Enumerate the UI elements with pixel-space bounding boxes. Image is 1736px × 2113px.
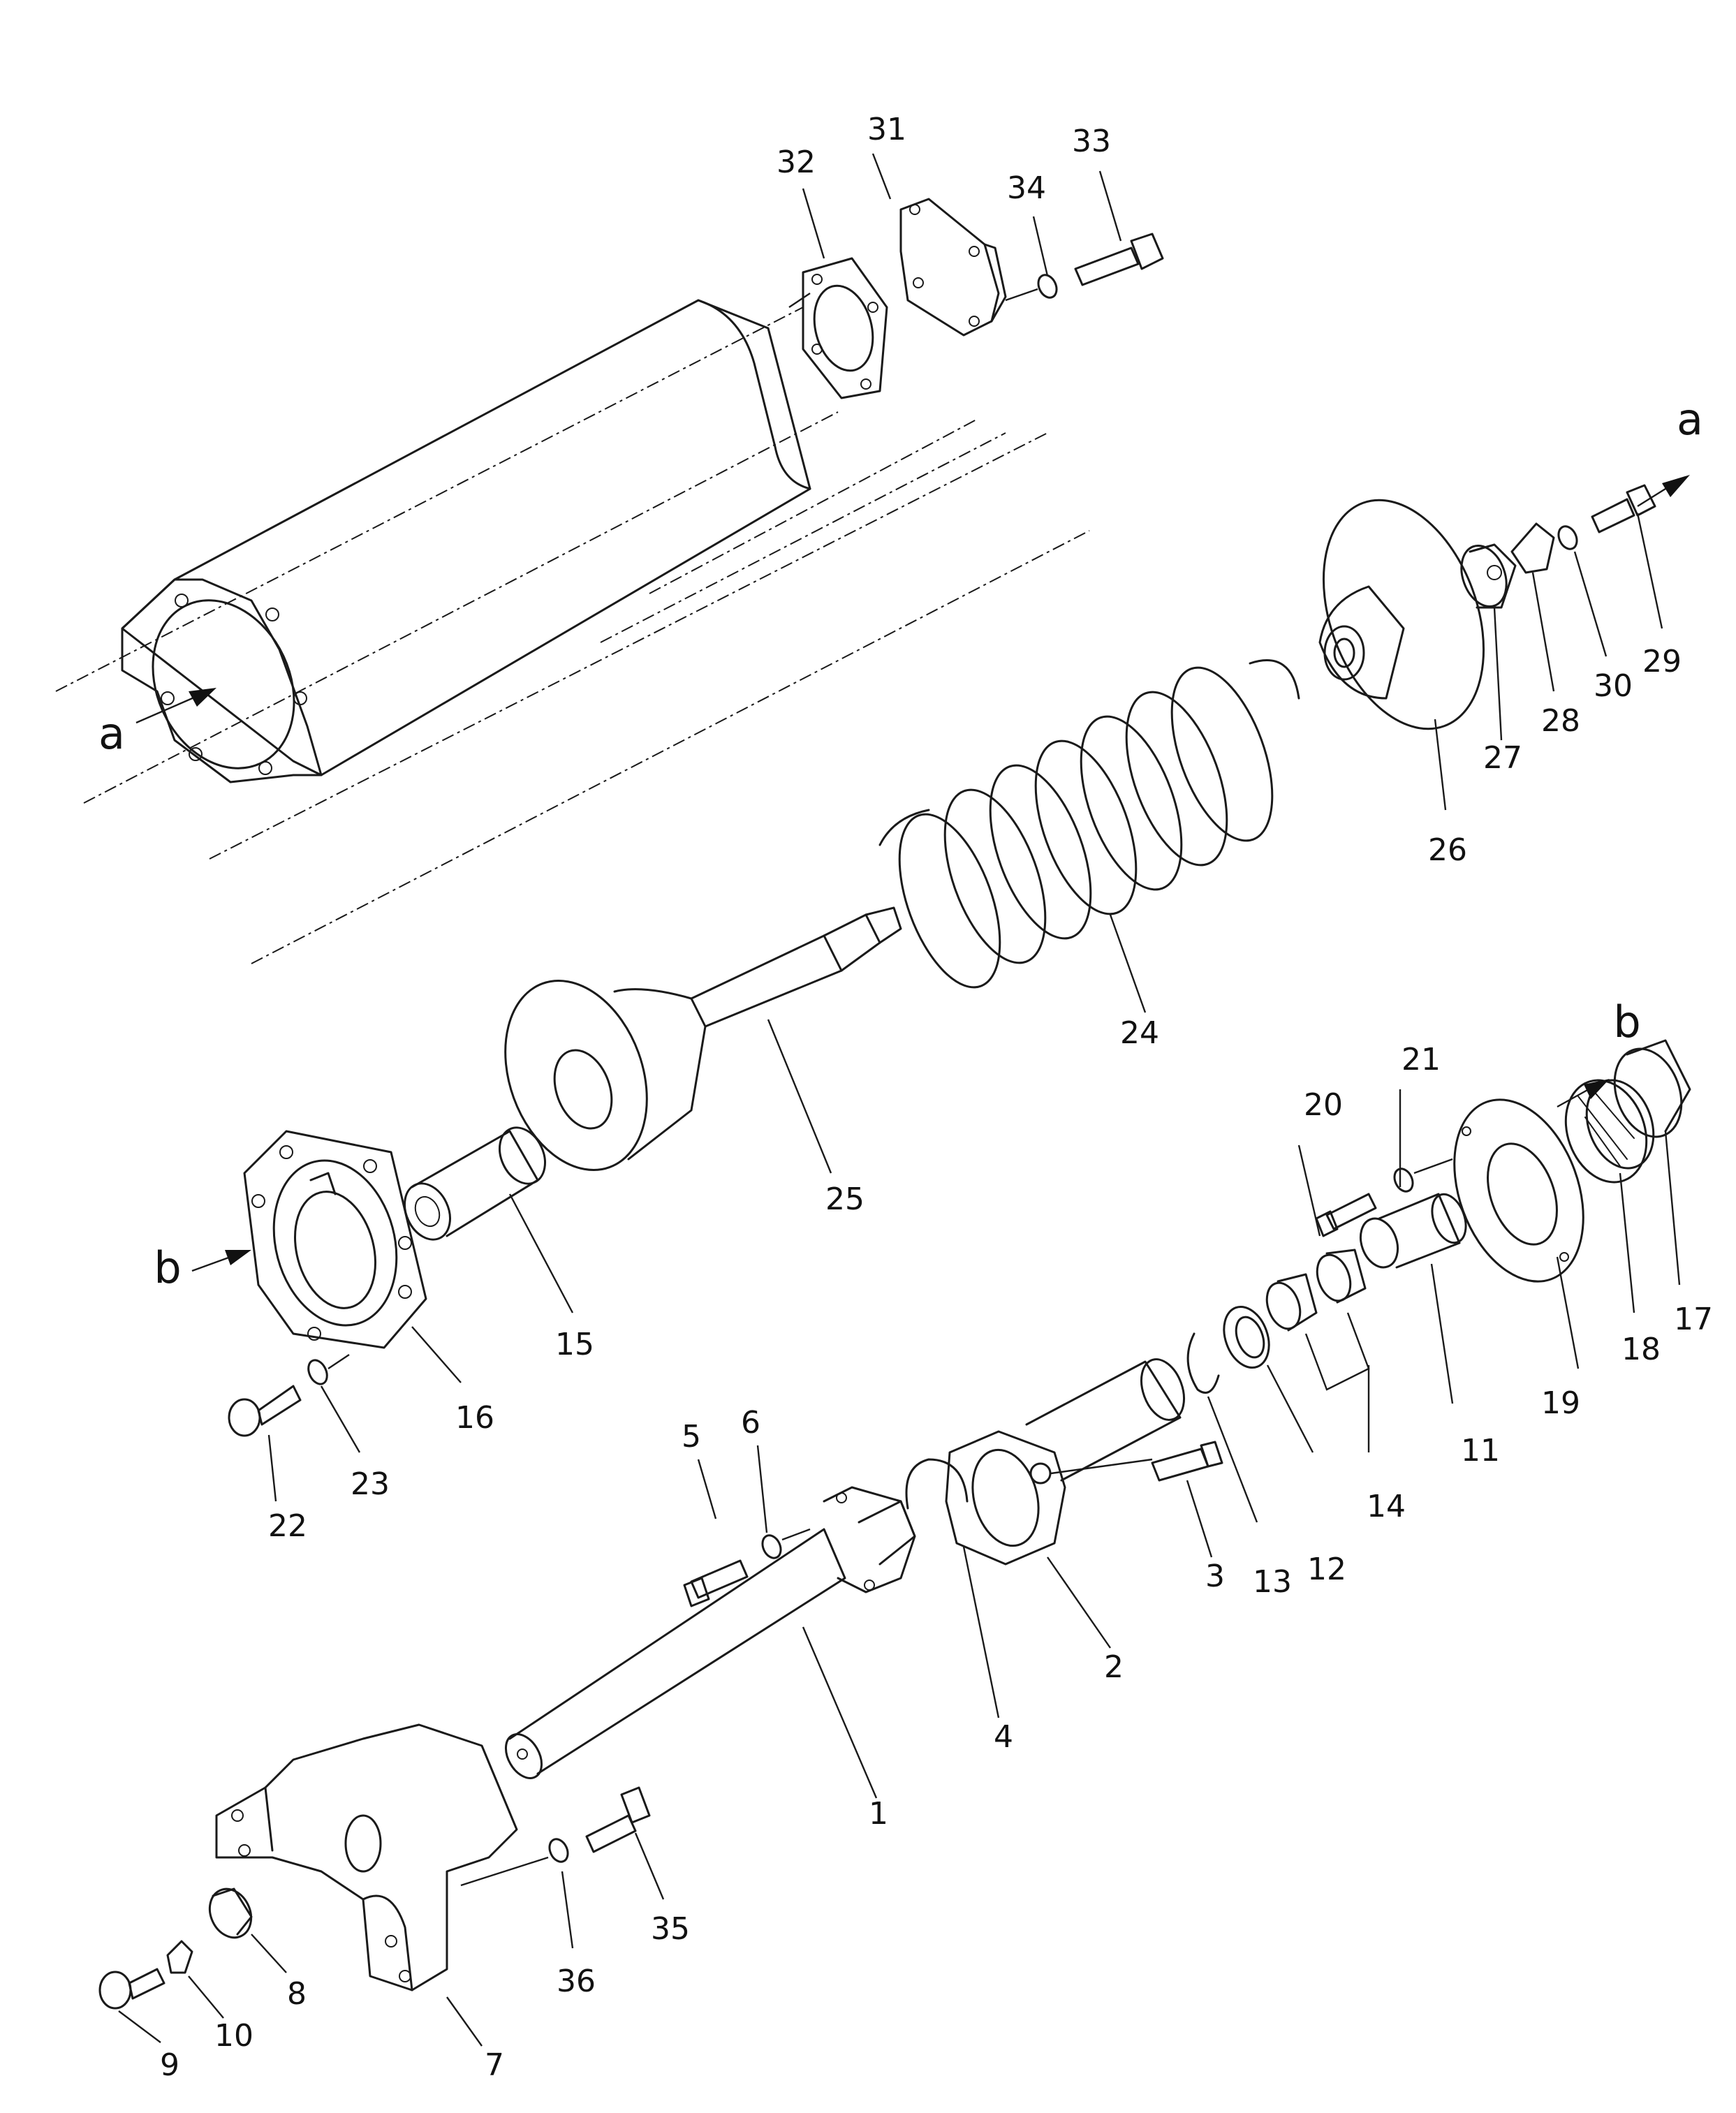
callout-2: 2 bbox=[1104, 1649, 1124, 1685]
part-17-ring bbox=[1613, 1039, 1691, 1138]
part-3-grease-fitting bbox=[1151, 1441, 1223, 1482]
callout-21: 21 bbox=[1402, 1042, 1441, 1077]
part-23-washer bbox=[307, 1354, 350, 1385]
part-35-bolt bbox=[585, 1786, 651, 1853]
callout-35: 35 bbox=[651, 1911, 690, 1947]
part-2-cylinder bbox=[945, 1358, 1185, 1566]
callout-1: 1 bbox=[869, 1796, 888, 1832]
callout-20: 20 bbox=[1304, 1087, 1343, 1123]
callout-18: 18 bbox=[1621, 1332, 1661, 1367]
part-22-bolt bbox=[228, 1385, 302, 1437]
callout-34: 34 bbox=[1007, 170, 1046, 206]
part-25-piston-rod bbox=[504, 906, 902, 1172]
part-30-washer bbox=[1557, 525, 1578, 550]
part-7-bracket bbox=[215, 1723, 549, 1991]
part-13-snap-ring bbox=[1186, 1332, 1220, 1394]
callout-15: 15 bbox=[555, 1327, 594, 1362]
part-28-lock-plate bbox=[1510, 522, 1555, 574]
callout-25: 25 bbox=[825, 1181, 865, 1217]
part-24-coil-spring bbox=[878, 659, 1300, 989]
part-6-washer bbox=[761, 1528, 811, 1559]
part-12-seal bbox=[1223, 1305, 1270, 1369]
callout-33: 33 bbox=[1072, 124, 1111, 159]
frame-tube bbox=[55, 293, 1090, 964]
part-11-piston bbox=[1359, 1193, 1467, 1269]
callout-11: 11 bbox=[1461, 1433, 1500, 1468]
callout-31: 31 bbox=[867, 112, 906, 147]
callout-13: 13 bbox=[1253, 1564, 1292, 1600]
callout-30: 30 bbox=[1594, 668, 1633, 704]
callout-28: 28 bbox=[1541, 703, 1580, 739]
ref-letter-b-right: b bbox=[1613, 996, 1640, 1047]
callout-29: 29 bbox=[1642, 644, 1682, 679]
callout-12: 12 bbox=[1307, 1552, 1346, 1587]
leader-lines bbox=[118, 153, 1681, 2047]
callout-19: 19 bbox=[1541, 1385, 1580, 1421]
part-4-o-ring bbox=[905, 1458, 969, 1510]
ref-letter-b-left: b bbox=[154, 1242, 181, 1293]
part-8-washer bbox=[208, 1887, 253, 1939]
part-33-bolt bbox=[1074, 233, 1164, 286]
ref-letter-a-right: a bbox=[1677, 394, 1703, 445]
part-36-washer bbox=[548, 1838, 569, 1863]
callout-32: 32 bbox=[777, 145, 816, 180]
callout-27: 27 bbox=[1483, 740, 1522, 776]
callout-22: 22 bbox=[268, 1508, 307, 1544]
callout-23: 23 bbox=[351, 1466, 390, 1502]
reference-arrows bbox=[135, 475, 1690, 1272]
callout-36: 36 bbox=[557, 1964, 596, 1999]
callout-labels: 1 2 3 4 5 6 7 8 9 10 11 12 13 14 15 16 1… bbox=[160, 112, 1713, 2083]
part-32-gasket bbox=[802, 257, 888, 399]
part-14-bushings bbox=[1265, 1249, 1370, 1391]
part-21-washer bbox=[1393, 1158, 1453, 1193]
callout-3: 3 bbox=[1205, 1559, 1225, 1594]
part-29-bolt bbox=[1591, 484, 1656, 533]
callout-10: 10 bbox=[214, 2018, 253, 2054]
part-20-bolt bbox=[1315, 1193, 1377, 1237]
callout-26: 26 bbox=[1428, 832, 1467, 868]
callout-6: 6 bbox=[741, 1405, 760, 1441]
callout-7: 7 bbox=[485, 2047, 504, 2083]
part-26-spring-seat bbox=[1318, 499, 1485, 730]
part-18-seal bbox=[1564, 1079, 1655, 1184]
part-1-rod bbox=[504, 1486, 916, 1779]
part-5-bolt bbox=[683, 1559, 749, 1607]
callout-24: 24 bbox=[1120, 1015, 1159, 1051]
callout-17: 17 bbox=[1674, 1302, 1713, 1337]
callout-8: 8 bbox=[287, 1976, 307, 2012]
part-15-bushing bbox=[404, 1126, 546, 1241]
part-16-cylinder-flange bbox=[243, 1130, 427, 1349]
reference-letters: a a b b bbox=[98, 394, 1703, 1293]
callout-14: 14 bbox=[1367, 1489, 1406, 1524]
part-34-washer bbox=[1005, 274, 1058, 302]
ref-letter-a-left: a bbox=[98, 708, 125, 759]
part-19-plate bbox=[1453, 1098, 1584, 1283]
part-31-cover bbox=[899, 198, 1007, 337]
callout-9: 9 bbox=[160, 2047, 179, 2083]
part-9-bolt bbox=[98, 1968, 165, 2010]
callout-16: 16 bbox=[455, 1400, 494, 1436]
part-10-lock-plate bbox=[166, 1940, 193, 1974]
part-27-nut bbox=[1460, 543, 1517, 609]
callout-4: 4 bbox=[994, 1719, 1013, 1755]
callout-5: 5 bbox=[682, 1419, 701, 1455]
